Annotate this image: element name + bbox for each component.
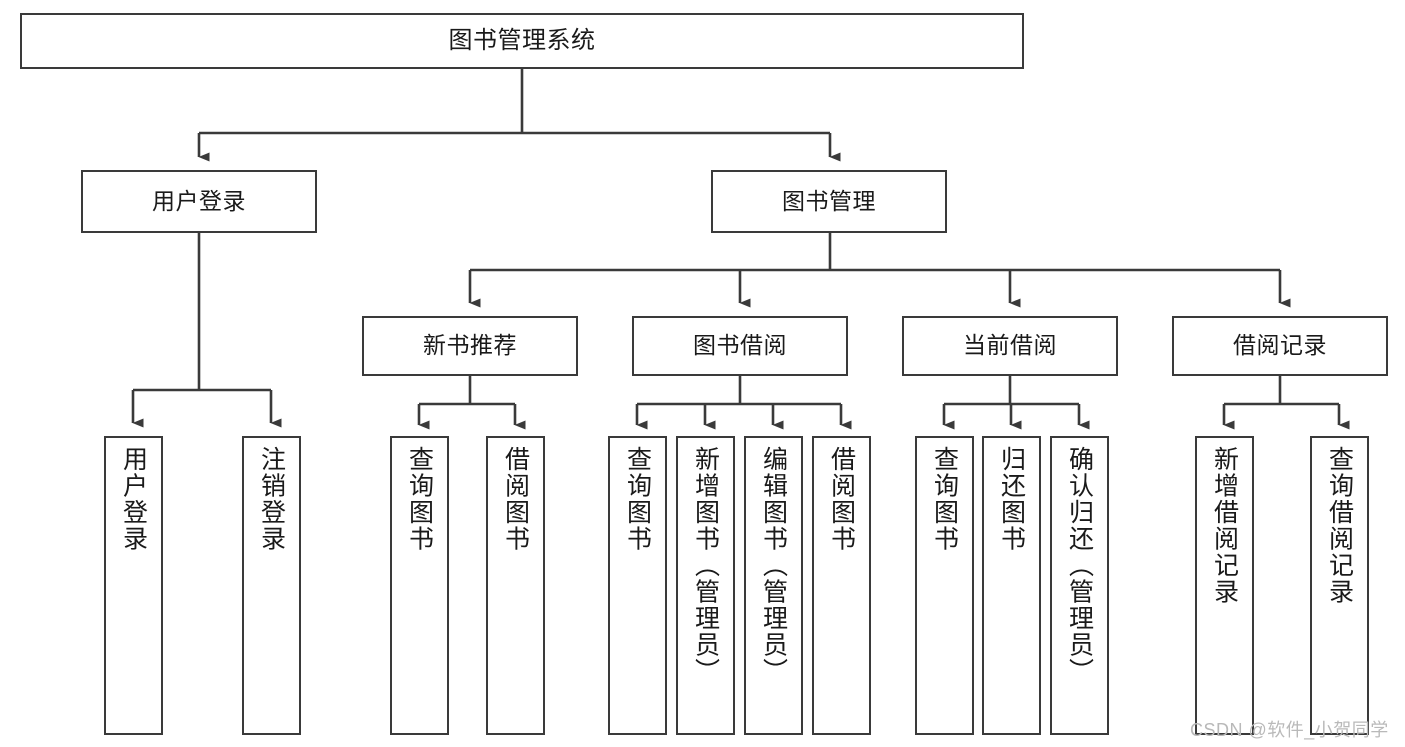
node-label: 借阅记录 — [1233, 332, 1327, 359]
node-label: 借阅图书 — [501, 446, 530, 552]
node-label: 借阅图书 — [827, 446, 856, 552]
node-book-management[interactable]: 图书管理 — [711, 170, 947, 233]
node-user-login[interactable]: 用户登录 — [81, 170, 317, 233]
node-label: 查询图书 — [930, 446, 959, 552]
node-current-borrow[interactable]: 当前借阅 — [902, 316, 1118, 376]
leaf-borrow-edit-book-admin[interactable]: 编辑图书（管理员） — [744, 436, 803, 735]
node-label: 注销登录 — [257, 446, 286, 552]
node-label: 查询借阅记录 — [1325, 446, 1354, 605]
node-label: 归还图书 — [997, 446, 1026, 552]
node-label: 新书推荐 — [423, 332, 517, 359]
node-root-library-system[interactable]: 图书管理系统 — [20, 13, 1024, 69]
node-label: 用户登录 — [119, 446, 148, 552]
node-new-book-recommend[interactable]: 新书推荐 — [362, 316, 578, 376]
leaf-user-login-signin[interactable]: 用户登录 — [104, 436, 163, 735]
leaf-current-confirm-return-admin[interactable]: 确认归还（管理员） — [1050, 436, 1109, 735]
node-label: 图书管理 — [782, 187, 876, 214]
leaf-borrow-borrow-book[interactable]: 借阅图书 — [812, 436, 871, 735]
leaf-record-query-record[interactable]: 查询借阅记录 — [1310, 436, 1369, 735]
node-label: 用户登录 — [152, 187, 246, 214]
csdn-watermark: CSDN @软件_小贺同学 — [1190, 720, 1389, 740]
node-label: 当前借阅 — [963, 332, 1057, 359]
node-borrow-record[interactable]: 借阅记录 — [1172, 316, 1388, 376]
leaf-new-book-borrow[interactable]: 借阅图书 — [486, 436, 545, 735]
leaf-current-return-book[interactable]: 归还图书 — [982, 436, 1041, 735]
node-label: 查询图书 — [405, 446, 434, 552]
node-label: 图书借阅 — [693, 332, 787, 359]
node-label: 新增借阅记录 — [1210, 446, 1239, 605]
leaf-user-login-signout[interactable]: 注销登录 — [242, 436, 301, 735]
leaf-new-book-query[interactable]: 查询图书 — [390, 436, 449, 735]
leaf-current-query-book[interactable]: 查询图书 — [915, 436, 974, 735]
node-book-borrow[interactable]: 图书借阅 — [632, 316, 848, 376]
leaf-borrow-add-book-admin[interactable]: 新增图书（管理员） — [676, 436, 735, 735]
node-label: 确认归还（管理员） — [1065, 446, 1094, 685]
node-label: 编辑图书（管理员） — [759, 446, 788, 685]
leaf-borrow-query-book[interactable]: 查询图书 — [608, 436, 667, 735]
leaf-record-add-record[interactable]: 新增借阅记录 — [1195, 436, 1254, 735]
node-label: 图书管理系统 — [448, 26, 596, 54]
node-label: 新增图书（管理员） — [691, 446, 720, 685]
node-label: 查询图书 — [623, 446, 652, 552]
